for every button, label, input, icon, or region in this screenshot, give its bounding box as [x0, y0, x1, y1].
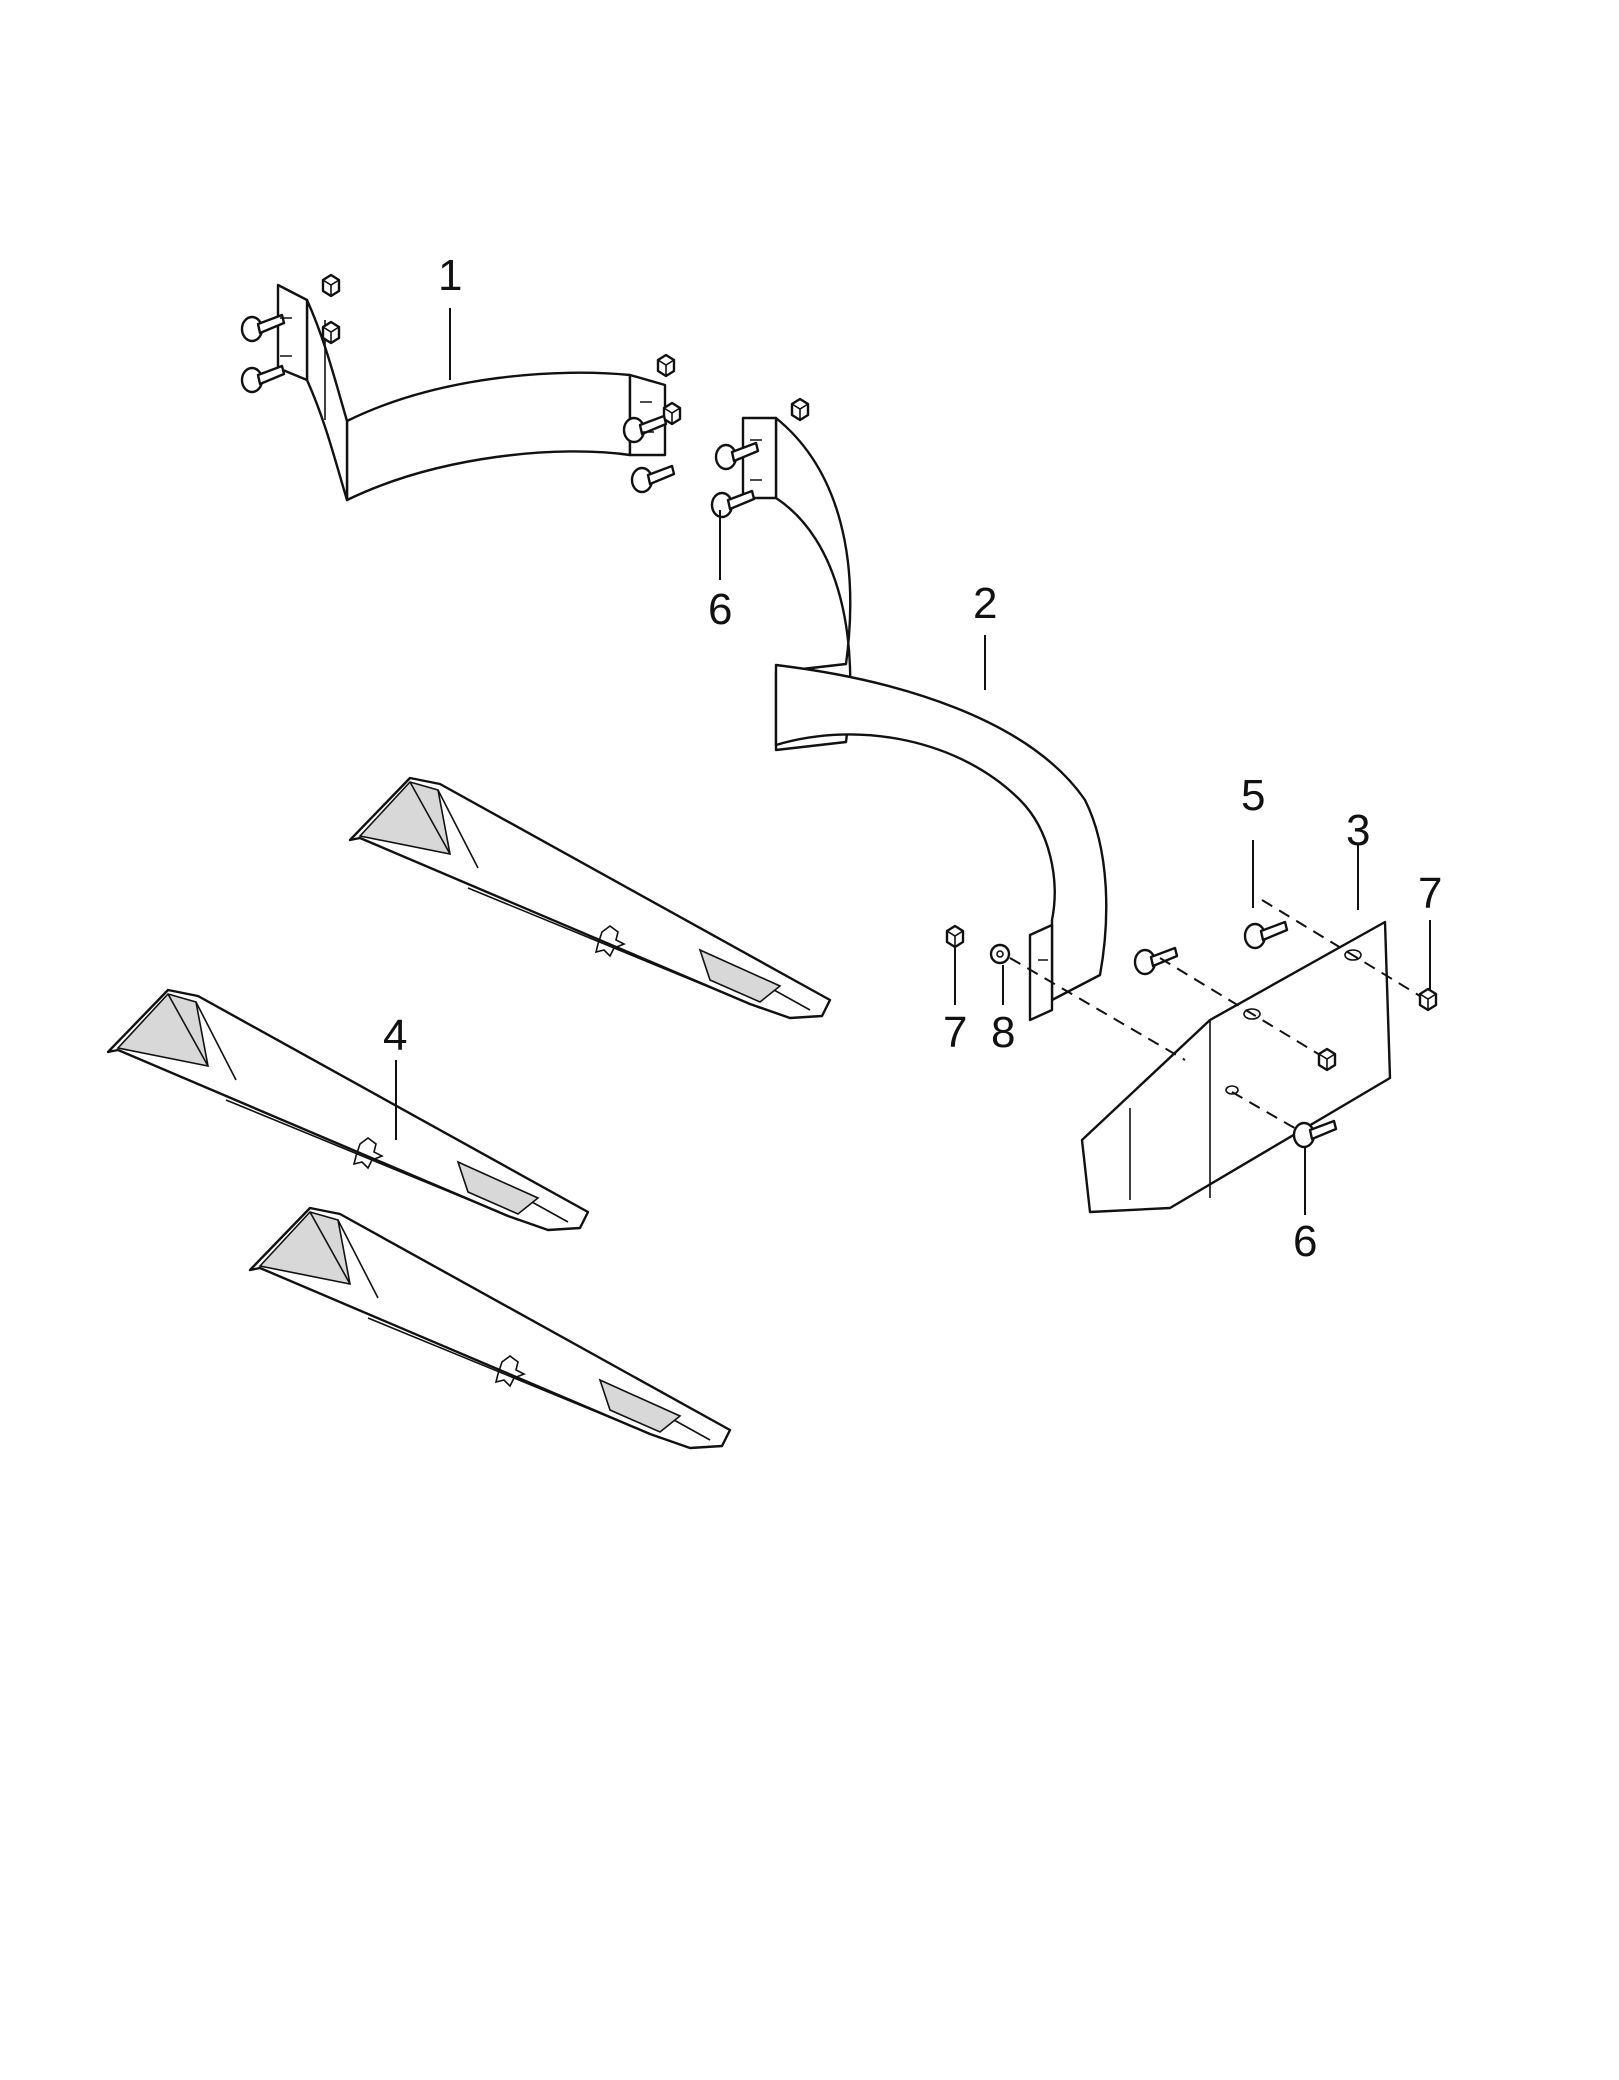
- callout-8: 8: [991, 1008, 1015, 1057]
- part-4-blades: [106, 776, 832, 1450]
- callout-5: 5: [1241, 771, 1265, 820]
- hardware-set: [945, 899, 1438, 1149]
- callout-6-lower: 6: [1293, 1217, 1317, 1266]
- part-1-baffle: [240, 273, 682, 502]
- part-3-plate: [1080, 920, 1392, 1214]
- callout-3: 3: [1346, 806, 1370, 855]
- callout-4: 4: [383, 1011, 407, 1060]
- callout-6-upper: 6: [708, 585, 732, 634]
- callout-7-right: 7: [1418, 869, 1442, 918]
- leader-lines: [395, 308, 1431, 1215]
- callout-2: 2: [973, 579, 997, 628]
- part-2-baffle: [710, 397, 1108, 1022]
- callout-labels: 1 2 3 4 5 6 6 7 7 8: [383, 251, 1442, 1266]
- callout-1: 1: [438, 251, 462, 300]
- callout-7-left: 7: [943, 1008, 967, 1057]
